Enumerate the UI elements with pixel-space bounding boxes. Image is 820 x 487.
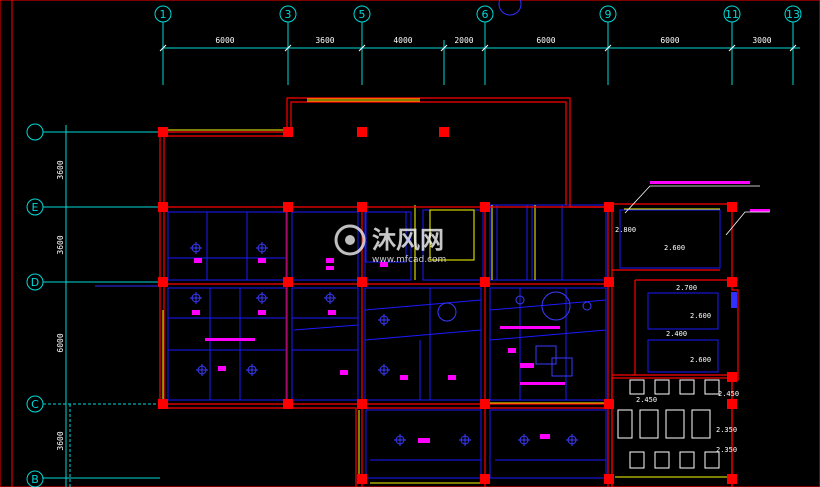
watermark-logo [334, 224, 366, 256]
light-fixtures [190, 242, 592, 446]
dim-3000: 3000 [752, 36, 771, 45]
axis-label-row-B: B [31, 473, 39, 486]
dimension-ticks-top [159, 44, 797, 52]
axis-label-col-6: 6 [482, 8, 489, 21]
dim-6000-c: 6000 [660, 36, 679, 45]
watermark: 沐风网 www.mfcad.com [334, 224, 446, 265]
vdim-3600-b: 3600 [56, 235, 65, 254]
axis-label-row-D: D [31, 276, 39, 289]
lower-right-fixtures [617, 379, 720, 469]
elev-label-5: 2.400 [666, 330, 687, 338]
ceiling-grid [167, 204, 721, 479]
axis-label-col-11: 11 [725, 8, 739, 21]
north-mark [498, 0, 522, 16]
watermark-brand: 沐风网 [372, 226, 444, 254]
axis-label-row-C: C [31, 398, 39, 411]
axis-label-row-E: E [32, 201, 39, 214]
callout-leader [624, 185, 760, 214]
dim-3600: 3600 [315, 36, 334, 45]
vdim-3600-c: 3600 [56, 431, 65, 450]
structural-columns [158, 127, 737, 484]
dim-6000-b: 6000 [536, 36, 555, 45]
vdim-6000: 6000 [56, 333, 65, 352]
elev-label-9: 2.350 [716, 426, 737, 434]
elev-label-10: 2.350 [716, 446, 737, 454]
windows [162, 98, 730, 484]
dim-2000: 2000 [454, 36, 473, 45]
elev-label-8: 2.450 [718, 390, 739, 398]
left-grid-axes [26, 123, 160, 487]
watermark-url: www.mfcad.com [372, 255, 446, 265]
axis-label-col-9: 9 [605, 8, 612, 21]
dim-4000: 4000 [393, 36, 412, 45]
elev-label-1: 2.800 [615, 226, 636, 234]
axis-label-col-5: 5 [359, 8, 366, 21]
elev-label-3: 2.700 [676, 284, 697, 292]
axis-label-col-1: 1 [160, 8, 167, 21]
elev-label-4: 2.600 [690, 312, 711, 320]
fixture-annotations [192, 181, 770, 443]
axis-label-col-13: 13 [786, 8, 800, 21]
dim-6000-a: 6000 [215, 36, 234, 45]
elev-label-6: 2.600 [690, 356, 711, 364]
axis-label-col-3: 3 [285, 8, 292, 21]
door-marker [731, 292, 737, 308]
elev-label-2: 2.600 [664, 244, 685, 252]
top-grid-axes [154, 5, 802, 85]
vdim-3600-a: 3600 [56, 160, 65, 179]
elev-label-7: 2.450 [636, 396, 657, 404]
callout-leader-2 [725, 211, 770, 236]
